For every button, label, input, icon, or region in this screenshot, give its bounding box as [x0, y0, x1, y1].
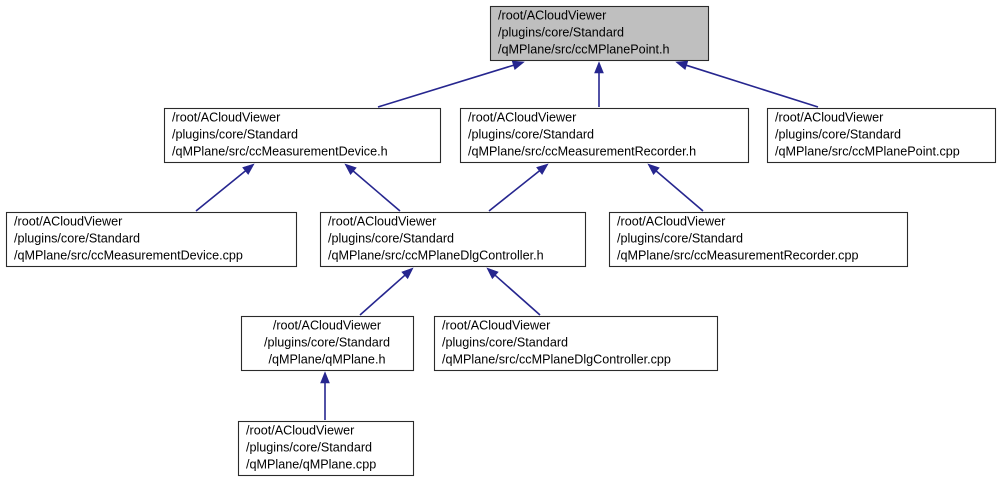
edge-line — [377, 64, 514, 108]
node-box[interactable] — [237, 420, 415, 477]
edge-arrowhead — [401, 267, 414, 280]
node-label-line: /qMPlane/qMPlane.h — [269, 352, 386, 366]
edge-arrowhead — [320, 371, 330, 384]
graph-edge — [344, 163, 401, 212]
edge-arrowhead — [675, 60, 689, 71]
node-label-line: /root/ACloudViewer — [617, 214, 725, 228]
graph-edge — [675, 60, 819, 108]
node-box[interactable] — [240, 315, 415, 372]
node-label-line: /plugins/core/Standard — [172, 127, 298, 141]
node-label-line: /root/ACloudViewer — [328, 214, 436, 228]
edge-line — [488, 170, 540, 212]
edge-arrowhead — [647, 163, 660, 176]
node-box[interactable] — [608, 211, 909, 268]
node-label-line: /plugins/core/Standard — [246, 440, 372, 454]
graph-node-qMPlane_h[interactable]: /root/ACloudViewer/plugins/core/Standard… — [240, 315, 415, 372]
edge-arrowhead — [511, 60, 525, 70]
edge-arrowhead — [486, 267, 499, 280]
node-label-line: /qMPlane/src/ccMPlanePoint.h — [498, 42, 670, 56]
graph-edge — [359, 267, 414, 316]
edge-line — [686, 64, 819, 108]
node-label-line: /qMPlane/src/ccMPlanePoint.cpp — [775, 144, 960, 158]
node-label-line: /root/ACloudViewer — [172, 110, 280, 124]
node-label-line: /plugins/core/Standard — [468, 127, 594, 141]
node-label-line: /root/ACloudViewer — [468, 110, 576, 124]
graph-edge — [488, 163, 549, 212]
node-box[interactable] — [489, 5, 710, 62]
node-label-line: /root/ACloudViewer — [498, 8, 606, 22]
node-label-line: /plugins/core/Standard — [617, 231, 743, 245]
node-label-line: /qMPlane/src/ccMPlaneDlgController.cpp — [442, 352, 671, 366]
node-label-line: /root/ACloudViewer — [442, 318, 550, 332]
graph-node-ccMPlaneDlgController_cpp[interactable]: /root/ACloudViewer/plugins/core/Standard… — [433, 315, 719, 372]
node-box[interactable] — [459, 107, 750, 164]
edge-arrowhead — [594, 61, 604, 74]
node-label-line: /root/ACloudViewer — [14, 214, 122, 228]
node-box[interactable] — [5, 211, 298, 268]
edge-layer — [195, 60, 819, 420]
node-label-line: /qMPlane/src/ccMeasurementDevice.h — [172, 144, 388, 158]
graph-node-ccMeasurementDevice_h[interactable]: /root/ACloudViewer/plugins/core/Standard… — [163, 107, 442, 164]
graph-node-ccMeasurementDevice_cpp[interactable]: /root/ACloudViewer/plugins/core/Standard… — [5, 211, 298, 268]
node-label-line: /root/ACloudViewer — [273, 318, 381, 332]
node-label-line: /root/ACloudViewer — [775, 110, 883, 124]
node-box[interactable] — [433, 315, 719, 372]
edge-arrowhead — [242, 163, 255, 175]
graph-edge — [320, 371, 330, 420]
edge-line — [352, 170, 401, 212]
node-label-line: /qMPlane/qMPlane.cpp — [246, 457, 376, 471]
node-label-line: /plugins/core/Standard — [328, 231, 454, 245]
graph-node-ccMeasurementRecorder_cpp[interactable]: /root/ACloudViewer/plugins/core/Standard… — [608, 211, 909, 268]
node-label-line: /plugins/core/Standard — [442, 335, 568, 349]
graph-edge — [647, 163, 704, 212]
node-label-line: /qMPlane/src/ccMPlaneDlgController.h — [328, 248, 544, 262]
edge-line — [655, 170, 704, 212]
node-box[interactable] — [319, 211, 587, 268]
graph-node-ccMPlaneDlgController_h[interactable]: /root/ACloudViewer/plugins/core/Standard… — [319, 211, 587, 268]
edge-arrowhead — [536, 163, 549, 175]
node-label-line: /root/ACloudViewer — [246, 423, 354, 437]
edge-line — [494, 274, 541, 316]
node-box[interactable] — [766, 107, 997, 164]
node-label-line: /plugins/core/Standard — [264, 335, 390, 349]
edge-line — [195, 170, 246, 212]
graph-node-ccMeasurementRecorder_h[interactable]: /root/ACloudViewer/plugins/core/Standard… — [459, 107, 750, 164]
graph-edge — [377, 60, 525, 108]
node-label-line: /plugins/core/Standard — [14, 231, 140, 245]
edge-arrowhead — [344, 163, 357, 176]
edge-line — [359, 274, 406, 316]
node-label-line: /qMPlane/src/ccMeasurementRecorder.h — [468, 144, 696, 158]
node-box[interactable] — [163, 107, 442, 164]
node-label-line: /plugins/core/Standard — [498, 25, 624, 39]
graph-node-ccMPlanePoint_cpp[interactable]: /root/ACloudViewer/plugins/core/Standard… — [766, 107, 997, 164]
node-label-line: /qMPlane/src/ccMeasurementDevice.cpp — [14, 248, 243, 262]
graph-edge — [594, 61, 604, 107]
graph-node-qMPlane_cpp[interactable]: /root/ACloudViewer/plugins/core/Standard… — [237, 420, 415, 477]
graph-node-ccMPlanePoint_h[interactable]: /root/ACloudViewer/plugins/core/Standard… — [489, 5, 710, 62]
node-layer: /root/ACloudViewer/plugins/core/Standard… — [5, 5, 997, 477]
node-label-line: /plugins/core/Standard — [775, 127, 901, 141]
node-label-line: /qMPlane/src/ccMeasurementRecorder.cpp — [617, 248, 858, 262]
graph-edge — [486, 267, 541, 316]
graph-edge — [195, 163, 255, 212]
